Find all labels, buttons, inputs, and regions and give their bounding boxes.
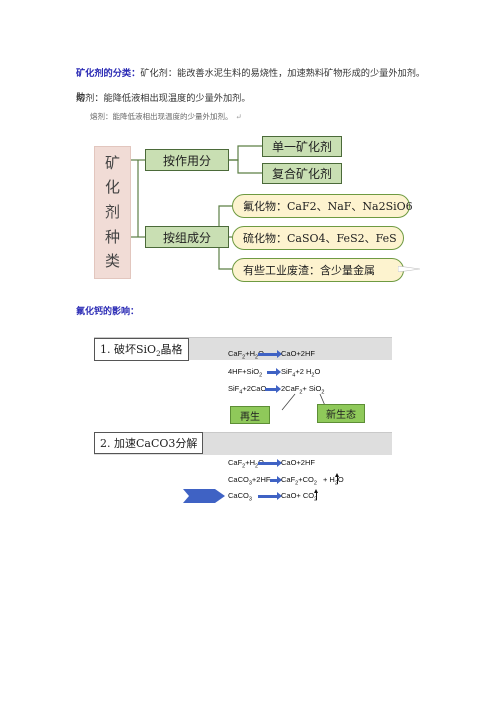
intro-text-line1: 矿化剂：能改善水泥生料的易烧性，加速熟料矿物形成的少量外加剂。助 (76, 68, 426, 103)
return-mark-icon: ↵ (235, 112, 242, 121)
equation-5-left: CaCO3+2HF (228, 475, 271, 487)
classification-diagram: 矿 化 剂 种 类 按作用分 按组成分 单一矿化剂 复合矿化剂 氟化物：CaF2… (88, 136, 413, 290)
section1-title-pre: 1. 破坏SiO (100, 343, 157, 356)
equation-3-left: SiF4+2CaO (228, 384, 267, 396)
branch-by-composition: 按组成分 (145, 226, 229, 248)
equation-3-right: 2CaF2+ SiO2 (281, 384, 325, 396)
caf2-effect-diagram: 1. 破坏SiO2晶格 CaF2+H2O CaO+2HF 4HF+SiO2 Si… (88, 330, 393, 503)
faded-note-text: 熔剂：能降低液相出现温度的少量外加剂。 (90, 112, 233, 121)
equation-3-arrow (265, 385, 281, 393)
leaf-industrial-waste: 有些工业废渣：含少量金属 (232, 258, 404, 282)
section1-title: 1. 破坏SiO2晶格 (94, 338, 189, 362)
leaf-fluorides: 氟化物：CaF2、NaF、Na2SiO6 (232, 194, 413, 218)
gas-release-arrow-2 (314, 489, 318, 500)
section1-title-post: 晶格 (160, 343, 183, 356)
intro-paragraph-line1: 矿化剂的分类：矿化剂：能改善水泥生料的易烧性，加速熟料矿物形成的少量外加剂。助 (76, 62, 426, 110)
branch-by-function: 按作用分 (145, 149, 229, 171)
intro-text-line2: 熔剂：能降低液相出现温度的少量外加剂。 (76, 93, 251, 104)
equation-6-arrow (258, 492, 282, 500)
section-heading-caf2-effect: 氟化钙的影响： (76, 307, 140, 317)
equation-4-right: CaO+2HF (281, 458, 315, 467)
equation-5-arrow (270, 476, 282, 484)
equation-6-right: CaO+ CO2 (281, 491, 317, 503)
tag-nascent-state: 新生态 (317, 404, 365, 423)
root-char-4: 种 (104, 227, 120, 246)
equation-2-left: 4HF+SiO2 (228, 367, 263, 379)
tag-regenerated: 再生 (230, 406, 270, 424)
section2-title: 2. 加速CaCO3分解 (94, 432, 204, 454)
faded-note: 熔剂：能降低液相出现温度的少量外加剂。↵ (90, 111, 242, 122)
section-heading-classification: 矿化剂的分类： (76, 68, 141, 79)
partial-arrow-icon (398, 266, 420, 272)
section1-title-sub: 2 (156, 350, 161, 359)
equation-2-arrow (267, 368, 281, 376)
equation-2-right: SiF4+2 H2O (281, 367, 321, 379)
equation-1-arrow (258, 350, 282, 358)
leaf-single-mineralizer: 单一矿化剂 (262, 136, 342, 157)
root-char-1: 矿 (104, 153, 120, 172)
leaf-sulfides: 硫化物：CaSO4、FeS2、FeS (232, 226, 404, 250)
root-char-2: 化 (104, 178, 120, 197)
gas-release-arrow-1 (335, 473, 339, 484)
equation-4-arrow (258, 459, 282, 467)
root-char-3: 剂 (104, 202, 120, 221)
intro-paragraph-line2: 熔剂：能降低液相出现温度的少量外加剂。 (76, 87, 426, 111)
equation-6-left: CaCO3 (228, 491, 252, 503)
equation-1-right: CaO+2HF (281, 349, 315, 358)
root-char-5: 类 (104, 252, 120, 271)
equation-5-right: CaF2+CO2+ H2O (281, 475, 344, 487)
leaf-compound-mineralizer: 复合矿化剂 (262, 163, 342, 184)
root-box-mineralizer-types: 矿 化 剂 种 类 (94, 146, 131, 279)
highlight-arrow-icon (183, 489, 225, 503)
